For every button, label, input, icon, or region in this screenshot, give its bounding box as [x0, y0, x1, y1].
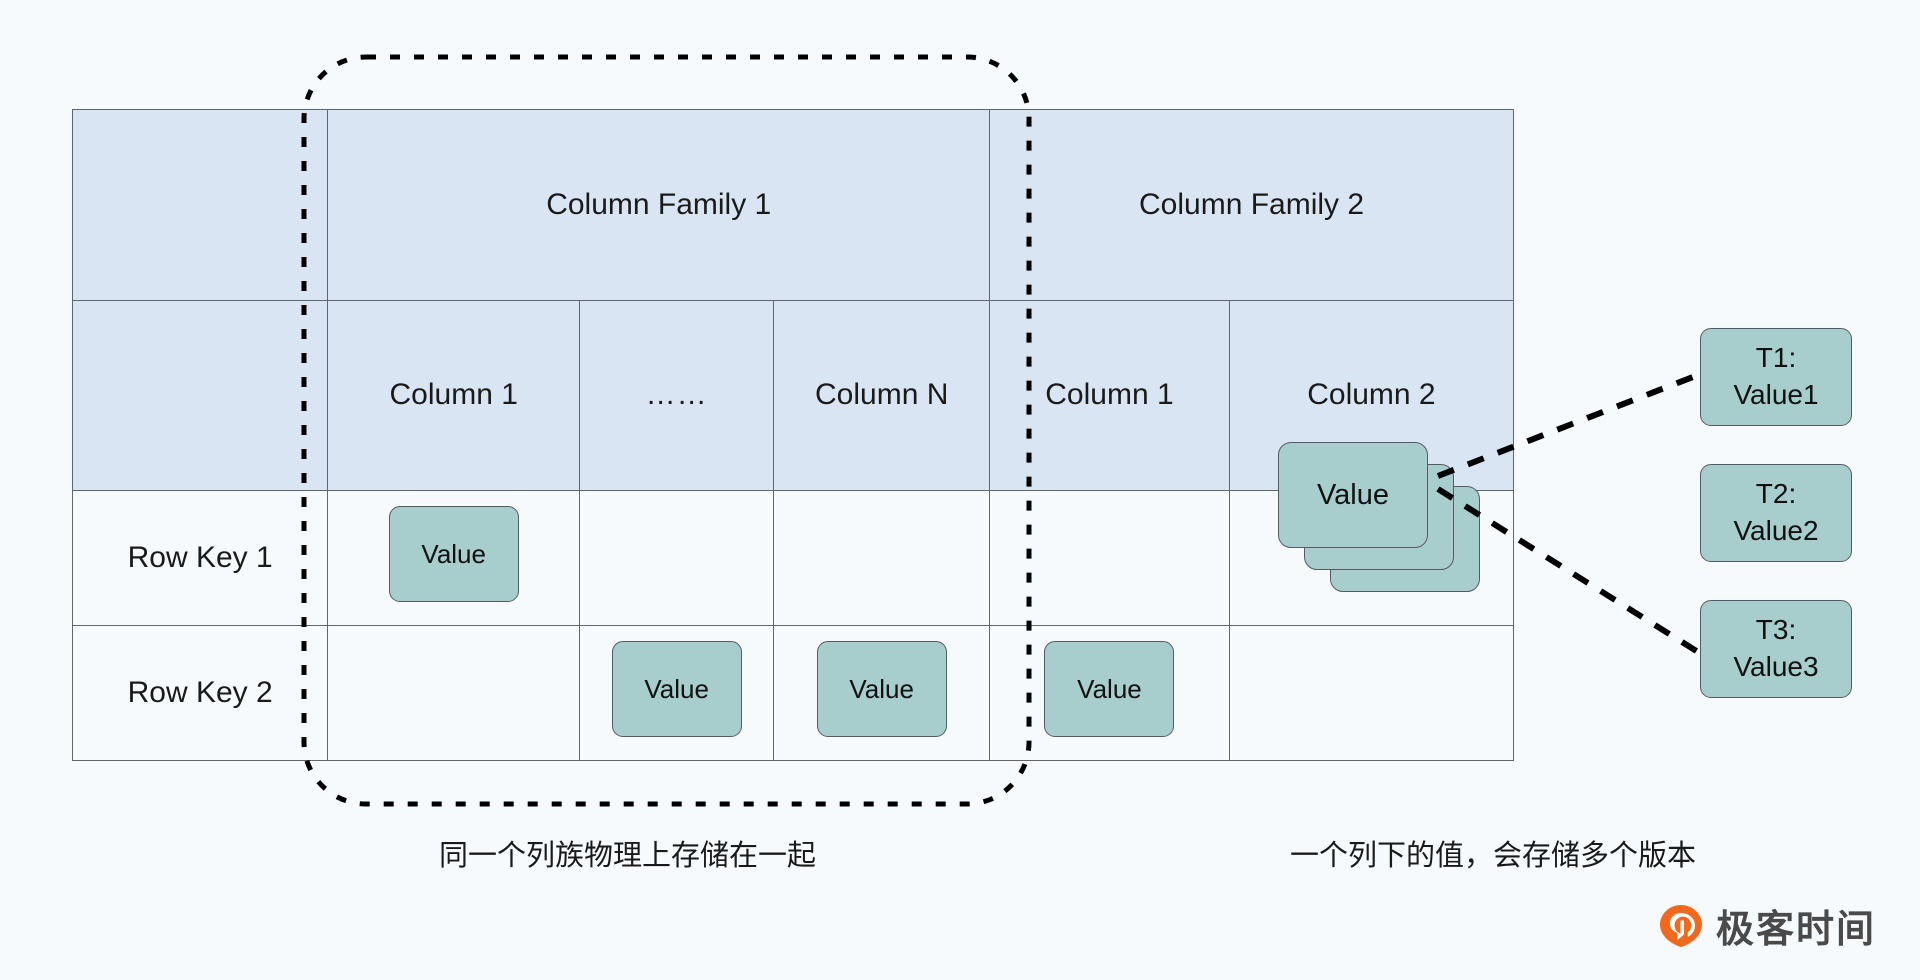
column-family-1-header: Column Family 1 — [327, 109, 991, 301]
column-header-cf1-ellipsis: …… — [579, 299, 775, 491]
geektime-logo-icon — [1658, 903, 1704, 949]
version-box-t2-value: Value2 — [1733, 515, 1819, 546]
version-box-t1-timestamp: T1: — [1755, 342, 1797, 374]
value-chip: Value — [388, 506, 519, 602]
column-header-cf2-col1: Column 1 — [989, 299, 1230, 491]
cell-r1-cf1-coln — [773, 490, 991, 626]
caption-multi-version: 一个列下的值，会存储多个版本 — [1290, 840, 1697, 872]
cell-r1-cf1-ellipsis — [579, 490, 775, 626]
corner-blank-cell-2 — [71, 299, 329, 491]
column-header-cf1-coln: Column N — [773, 299, 991, 491]
version-box-t3-value: Value3 — [1733, 651, 1819, 682]
cell-r2-cf1-col1 — [327, 625, 581, 761]
value-chip: Value — [1044, 641, 1175, 737]
version-box-t2: T2: Value2 — [1700, 464, 1852, 562]
version-box-t3: T3: Value3 — [1700, 600, 1852, 698]
value-chip-label: Value — [644, 674, 709, 704]
stacked-value-label: Value — [1316, 478, 1390, 511]
row-key-2-label: Row Key 2 — [71, 625, 329, 761]
corner-blank-cell — [71, 109, 329, 301]
row-key-1-label: Row Key 1 — [71, 490, 329, 626]
cell-r2-cf2-col2 — [1228, 625, 1515, 761]
value-chip-label: Value — [421, 539, 486, 569]
version-box-t1: T1: Value1 — [1700, 328, 1852, 426]
value-chip-label: Value — [849, 674, 914, 704]
version-box-t1-value: Value1 — [1733, 379, 1819, 410]
cell-r2-cf2-col1: Value — [989, 625, 1230, 761]
hbase-schema-table: Column Family 1 Column Family 2 Column 1… — [71, 109, 1515, 761]
value-chip: Value — [611, 641, 742, 737]
value-chip-label: Value — [1077, 674, 1142, 704]
stacked-value-card-front: Value — [1278, 442, 1428, 548]
column-family-2-header: Column Family 2 — [989, 109, 1514, 301]
table-row: Row Key 2 Value Value Value — [71, 625, 1515, 761]
version-box-t2-timestamp: T2: — [1755, 478, 1797, 510]
table-row-family-header: Column Family 1 Column Family 2 — [71, 109, 1514, 301]
caption-column-family-storage: 同一个列族物理上存储在一起 — [439, 840, 817, 872]
geektime-logo: 极客时间 — [1658, 898, 1876, 953]
version-box-t3-timestamp: T3: — [1755, 614, 1797, 646]
geektime-logo-text: 极客时间 — [1716, 909, 1877, 951]
column-header-cf1-col1: Column 1 — [327, 299, 581, 491]
cell-r2-cf1-ellipsis: Value — [579, 625, 775, 761]
cell-r1-cf1-col1: Value — [327, 490, 581, 626]
value-chip: Value — [816, 641, 947, 737]
cell-r2-cf1-coln: Value — [773, 625, 991, 761]
cell-r1-cf2-col1 — [989, 490, 1230, 626]
